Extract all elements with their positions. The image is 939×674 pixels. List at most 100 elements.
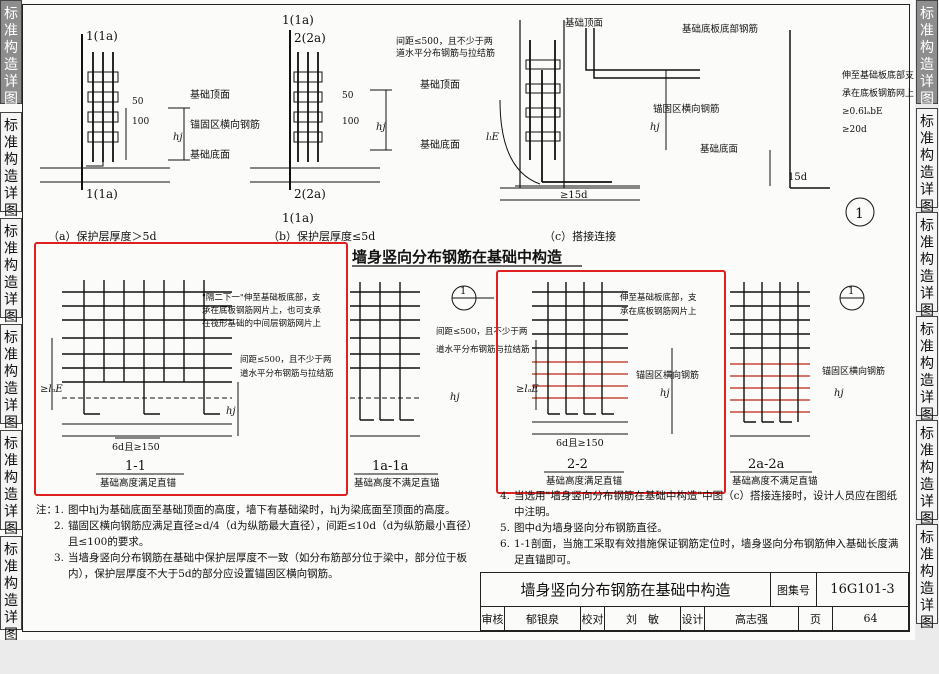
page-no: 64 <box>863 612 878 625</box>
section-1-1 <box>51 280 239 439</box>
s1a-circle-top: 1 <box>460 286 466 297</box>
circle-1-label: 1 <box>855 206 864 222</box>
c-vert2: 承在底板钢筋网上 <box>842 87 914 99</box>
s2a-title: 2a-2a <box>748 457 785 472</box>
right-tab-label: 标准构造详图 <box>920 530 934 631</box>
notes-right: 4. 当选用"墙身竖向分布钢筋在基础中构造"中图（c）搭接连接时，设计人员应在图… <box>500 488 900 568</box>
review-label-cell: 审核 <box>481 607 505 631</box>
right-tab[interactable]: 标准构造详图 <box>916 0 938 107</box>
c-bottom-label: 基础底面 <box>700 143 738 155</box>
a-side-label: 锚固区横向钢筋 <box>190 118 260 131</box>
s1a-note2: 道水平分布钢筋与拉结筋 <box>436 344 530 355</box>
b-dim1: 100 <box>342 117 359 127</box>
note-item: 注： 1. 图中hj为基础底面至基础顶面的高度，墙下有基础梁时，hj为梁底面至顶… <box>36 502 476 518</box>
right-tab[interactable]: 标准构造详图 <box>916 212 938 319</box>
reviewer: 郁银泉 <box>526 612 559 626</box>
checker-cell: 刘 敏 <box>605 607 681 631</box>
c-top-label: 基础顶面 <box>565 17 603 29</box>
caption-b: （b）保护层厚度≤5d <box>268 229 375 243</box>
right-tab-label: 标准构造详图 <box>920 218 934 319</box>
atlas-label-cell: 图集号 <box>771 573 817 607</box>
s1a-hj: hj <box>450 392 460 403</box>
s22-title: 2-2 <box>567 457 588 472</box>
a-top-label: 基础顶面 <box>190 88 230 101</box>
right-tab[interactable]: 标准构造详图 <box>916 108 938 215</box>
note-text: 当墙身竖向分布钢筋在基础中保护层厚度不一致（如分布筋部分位于梁中，部分位于板内）… <box>68 552 467 580</box>
note-num: 3. <box>54 552 65 564</box>
checker: 刘 敏 <box>626 612 659 626</box>
s22-sub: 基础高度满足直锚 <box>546 475 623 487</box>
caption-c: （c）搭接连接 <box>544 230 616 243</box>
note-item: 6. 1-1剖面，当施工采取有效措施保证钢筋定位时，墙身竖向分布钢筋伸入基础长度… <box>500 536 900 568</box>
section-2a-2a <box>730 282 865 437</box>
side-tab[interactable]: 标准构造详图 <box>0 536 22 643</box>
s11-note1: "隔二下一"伸至基础板底部，支 <box>202 292 321 303</box>
c-side-label: 锚固区横向钢筋 <box>653 103 720 115</box>
sec-a-top: 1(1a) <box>86 29 118 43</box>
right-tab[interactable]: 标准构造详图 <box>916 316 938 423</box>
s1a-sub: 基础高度不满足直锚 <box>354 477 440 489</box>
s11-note5: 道水平分布钢筋与拉结筋 <box>240 368 334 379</box>
s2a-sub: 基础高度不满足直锚 <box>732 475 818 487</box>
side-tab[interactable]: 标准构造详图 <box>0 112 22 219</box>
construction-diagram: 1(1a) 1(1a) 基础顶面 锚固区横向钢筋 基础底面 100 50 hj … <box>40 13 914 489</box>
s22-lae: ≥lₐE <box>516 384 539 395</box>
notes-label: 注： <box>36 504 57 516</box>
note-item: 2. 锚固区横向钢筋应满足直径≥d/4（d为纵筋最大直径），间距≤10d（d为纵… <box>36 518 476 550</box>
note-num: 2. <box>54 520 65 532</box>
sec-a-bottom: 1(1a) <box>86 187 118 201</box>
highlight-section-2-2 <box>496 270 726 494</box>
s11-note3: 在筏形基础的中间层钢筋网片上 <box>202 318 322 329</box>
c-dim15: ≥15d <box>560 190 588 201</box>
page-label-cell: 页 <box>799 607 833 631</box>
side-tab[interactable]: 标准构造详图 <box>0 430 22 537</box>
c-dim20: ≥20d <box>842 125 867 135</box>
right-tab-label: 标准构造详图 <box>920 322 934 423</box>
sec-b-top2: 2(2a) <box>294 31 326 45</box>
notes: 注： 1. 图中hj为基础底面至基础顶面的高度，墙下有基础梁时，hj为梁底面至顶… <box>36 502 476 582</box>
s11-note2: 承在底板钢筋网片上，也可支承 <box>202 305 322 316</box>
side-tab-label: 标准构造详图 <box>4 436 18 537</box>
right-tab-label: 标准构造详图 <box>920 114 934 215</box>
check-label-cell: 校对 <box>581 607 605 631</box>
right-tab-label: 标准构造详图 <box>920 6 934 107</box>
s11-note4: 间距≤500，且不少于两 <box>240 355 331 365</box>
side-tab-label: 标准构造详图 <box>4 6 18 107</box>
c-note2: 道水平分布钢筋与拉结筋 <box>396 47 495 59</box>
note-num: 1. <box>54 504 65 516</box>
note-text: 1-1剖面，当施工采取有效措施保证钢筋定位时，墙身竖向分布钢筋伸入基础长度满足直… <box>514 538 899 566</box>
title-block-title-text: 墙身竖向分布钢筋在基础中构造 <box>520 581 731 599</box>
s2a-side-label: 锚固区横向钢筋 <box>822 365 885 377</box>
section-1a-1a <box>350 282 494 437</box>
c-lle: lₗE <box>486 132 500 143</box>
s11-hj: hj <box>226 406 236 417</box>
s1a-title: 1a-1a <box>372 459 409 474</box>
note-num: 6. <box>500 538 511 550</box>
side-tab-label: 标准构造详图 <box>4 542 18 643</box>
side-tab[interactable]: 标准构造详图 <box>0 0 22 107</box>
b-top-label: 基础顶面 <box>420 78 460 91</box>
b-bottom-label: 基础底面 <box>420 138 460 151</box>
page-no-cell: 64 <box>833 607 909 631</box>
s1a-note1: 间距≤500，且不少于两 <box>436 327 527 337</box>
a-dim1: 100 <box>132 117 149 127</box>
designer: 高志强 <box>735 612 768 626</box>
right-tab[interactable]: 标准构造详图 <box>916 524 938 631</box>
c-dim06: ≥0.6lₐbE <box>842 107 883 117</box>
s22-note1: 伸至基础板底部，支 <box>620 292 697 303</box>
side-tab[interactable]: 标准构造详图 <box>0 218 22 325</box>
s22-side-label: 锚固区横向钢筋 <box>636 369 699 381</box>
c-slab-label: 基础底板底部钢筋 <box>682 23 758 35</box>
s22-hj: hj <box>660 388 670 399</box>
check-label: 校对 <box>581 612 604 626</box>
right-tab[interactable]: 标准构造详图 <box>916 420 938 527</box>
side-tab[interactable]: 标准构造详图 <box>0 324 22 431</box>
main-title: 墙身竖向分布钢筋在基础中构造 <box>352 248 562 266</box>
reviewer-cell: 郁银泉 <box>505 607 581 631</box>
sec-b-bottom1: 2(2a) <box>294 187 326 201</box>
atlas-no: 16G101-3 <box>830 582 895 597</box>
caption-a: （a）保护层厚度＞5d <box>48 229 157 243</box>
c-dim15b: 15d <box>788 172 808 183</box>
side-tab-label: 标准构造详图 <box>4 224 18 325</box>
s11-lae: ≥lₐE <box>40 384 63 395</box>
